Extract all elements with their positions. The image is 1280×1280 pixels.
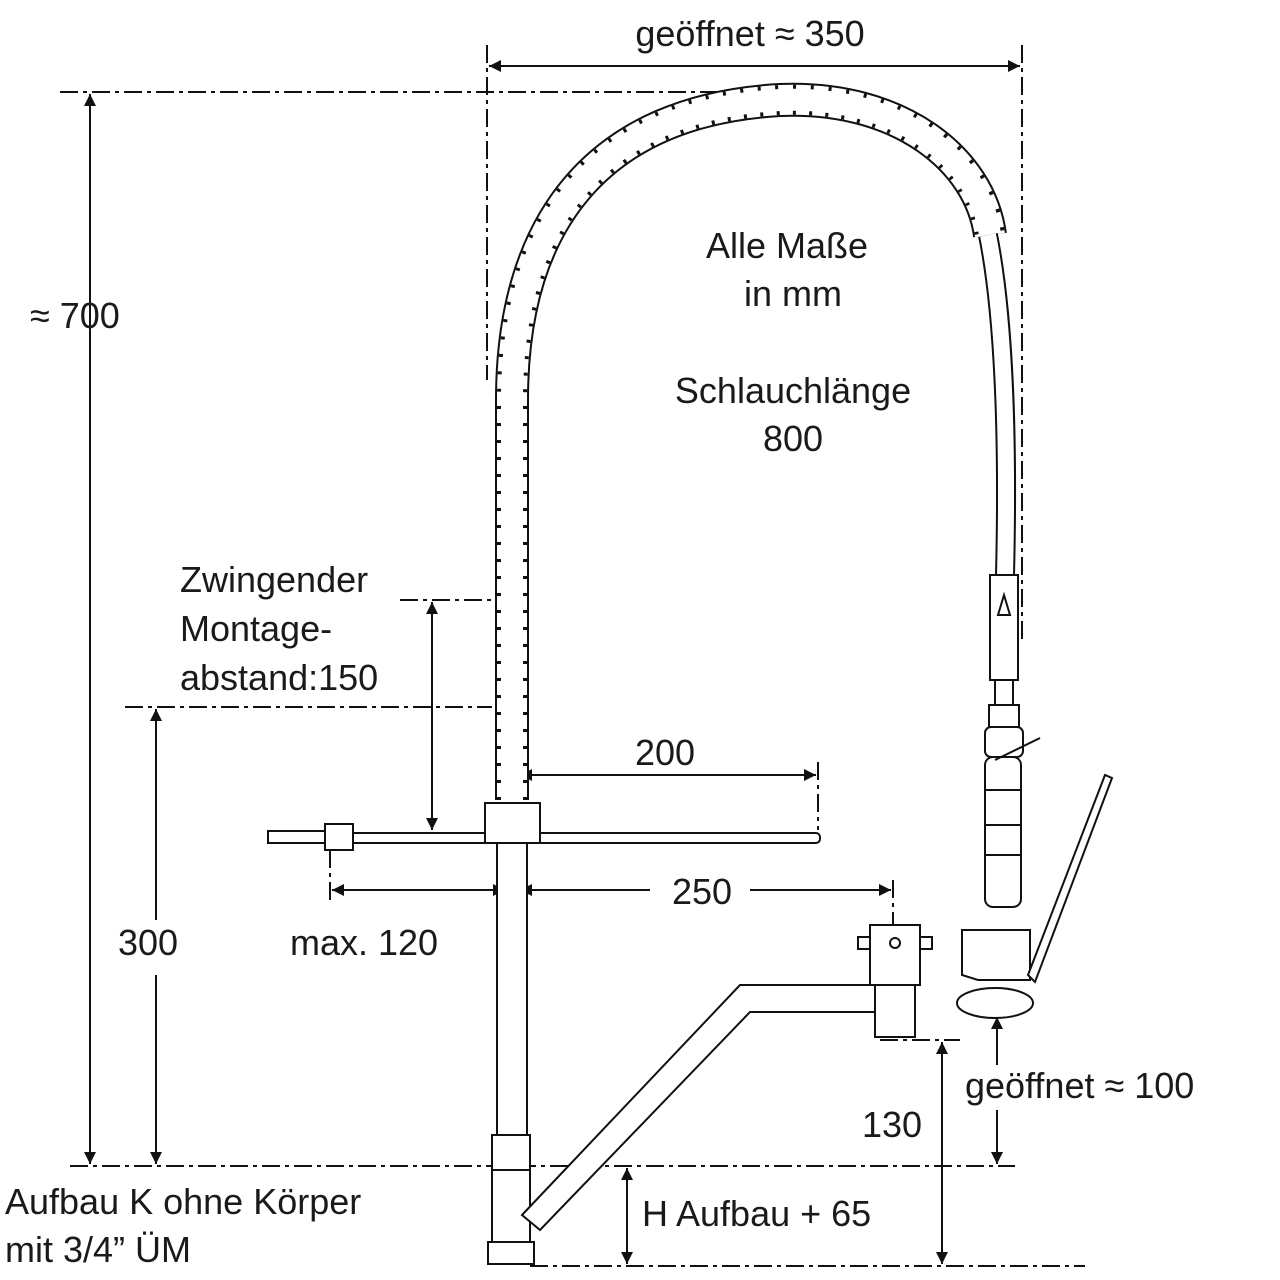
base-note-line1: Aufbau K ohne Körper [5,1181,362,1222]
base-note-line2: mit 3/4” ÜM [5,1229,192,1270]
extension-lines [60,45,1085,1267]
spray-head [956,574,1114,1019]
valve-height-label: 130 [862,1104,923,1145]
hose-note-label: Schlauchlänge [674,370,912,411]
hose-note-length: 800 [762,418,824,459]
opened-width-label: geöffnet ≈ 350 [635,13,865,54]
mount-note-line3: abstand:150 [180,657,379,698]
dimension-lines [84,60,1020,1264]
mount-height-label: 300 [118,922,179,963]
total-height-label: ≈ 700 [30,295,120,336]
valve-distance-label: 250 [671,871,733,912]
coiled-hose [495,82,1017,800]
base-height-label: H Aufbau + 65 [642,1193,872,1234]
max-offset-label: max. 120 [290,922,439,963]
units-note-line1: Alle Maße [705,225,869,266]
units-note-line2: in mm [744,273,842,314]
opened-drop-label: geöffnet ≈ 100 [965,1065,1195,1106]
spout-length-label: 200 [634,732,696,773]
mount-note-line2: Montage- [180,608,333,649]
mount-note-line1: Zwingender [180,559,369,600]
faucet-body [267,802,821,1265]
valve-arm [520,924,933,1232]
